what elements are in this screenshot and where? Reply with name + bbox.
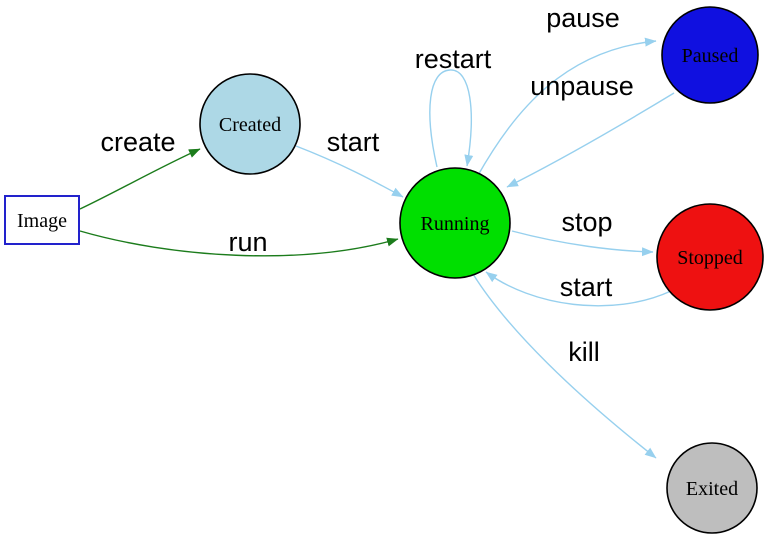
edge-stop-path [511,230,654,257]
edge-create-label: create [100,127,175,157]
edge-start: start [295,127,404,198]
node-paused-shape [661,6,759,104]
edge-kill-path [472,273,657,459]
edge-start-label: start [327,127,380,157]
node-paused: Paused [661,6,759,104]
node-stopped: Stopped [656,203,764,311]
edge-kill: kill [472,273,657,459]
node-stopped-shape [656,203,764,311]
edge-restart-label: restart [415,44,492,74]
node-image: Image [4,195,80,245]
edge-create-path [79,148,201,210]
node-paused-label: Paused [682,45,739,67]
node-image-label: Image [17,210,67,232]
edge-stop-label: stop [561,207,612,237]
edge-pause-path [476,37,657,178]
node-stopped-label: Stopped [677,247,743,269]
node-running-shape [399,167,511,279]
edge-pause-label: pause [546,3,620,33]
node-exited-label: Exited [686,478,738,500]
edge-pause: pause [476,3,657,178]
node-created-shape [199,73,301,175]
edge-run: run [79,227,399,257]
edge-kill-label: kill [568,337,600,367]
edge-start-path [295,145,404,198]
edge-run-label: run [228,227,267,257]
node-running-label: Running [421,213,490,235]
node-created-label: Created [219,114,281,136]
node-exited: Exited [666,442,758,534]
node-image-shape [4,195,80,245]
node-created: Created [199,73,301,175]
node-exited-shape [666,442,758,534]
edge-restart: restart [415,44,492,168]
edge-unpause-label: unpause [530,71,634,101]
edge-start-return: start [485,271,672,307]
edge-start-return-label: start [560,272,613,302]
edge-start-return-path [485,271,672,307]
edge-run-path [79,230,399,257]
edge-create: create [79,127,201,210]
edge-unpause: unpause [506,71,675,188]
edge-restart-path [429,69,474,168]
edge-unpause-path [506,92,675,188]
node-running: Running [399,167,511,279]
edge-stop: stop [511,207,654,257]
